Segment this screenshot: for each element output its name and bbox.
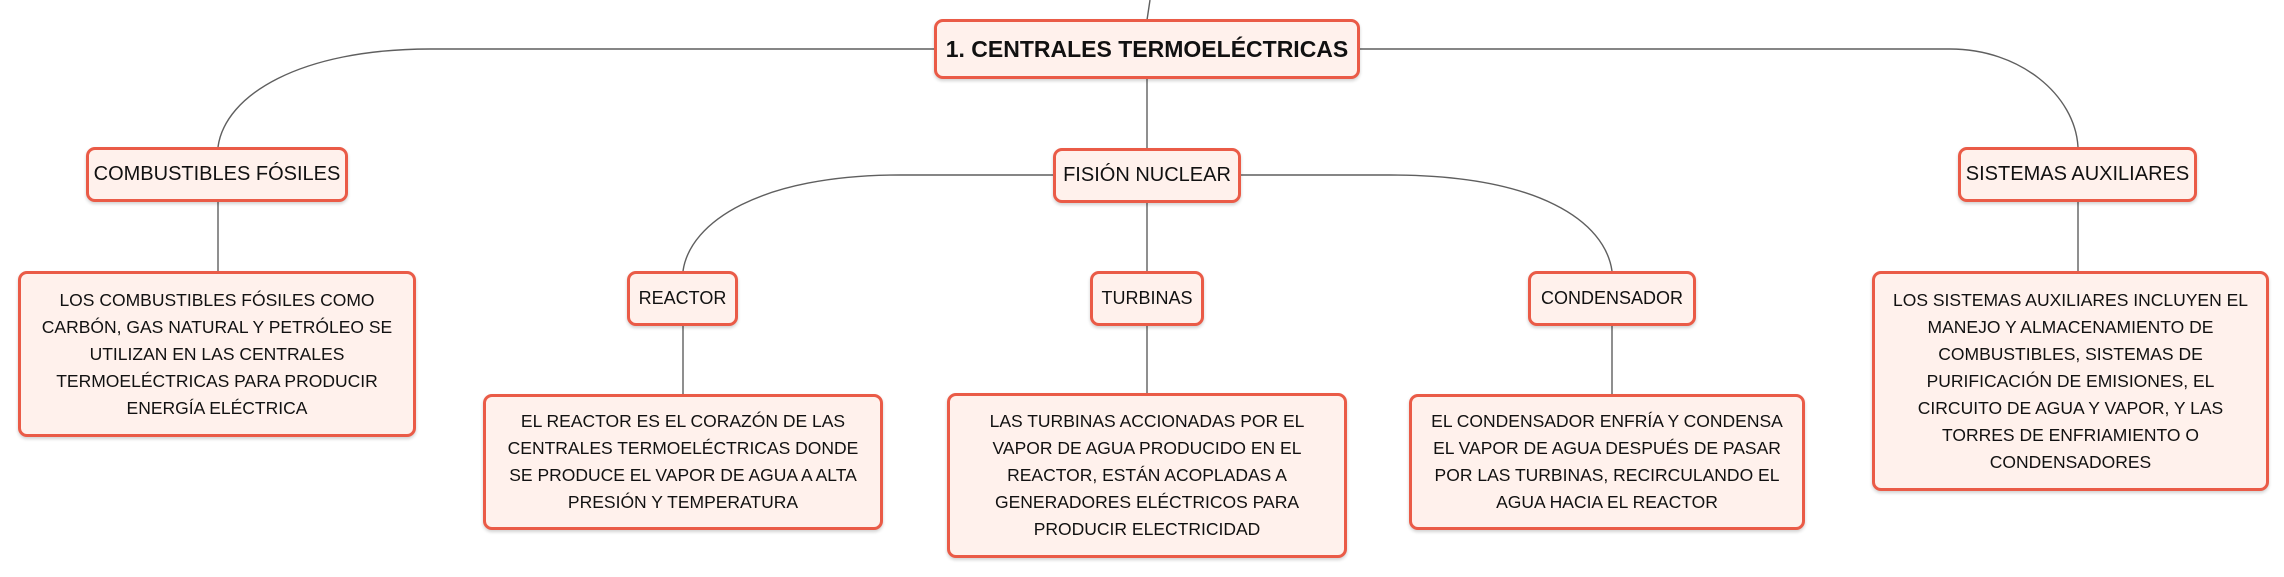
- connector-nuclear-reactor: [682, 174, 1054, 272]
- topic-fision-nuclear[interactable]: FISIÓN NUCLEAR: [1053, 148, 1241, 203]
- subtopic-condensador-label: CONDENSADOR: [1540, 288, 1683, 308]
- connector-nuclear-condenser: [1240, 174, 1613, 272]
- description-sistemas-auxiliares-text: LOS SISTEMAS AUXILIARES INCLUYEN EL MANE…: [1893, 289, 2248, 472]
- root-topic[interactable]: 1. CENTRALES TERMOELÉCTRICAS: [934, 19, 1360, 79]
- description-turbinas-text: LAS TURBINAS ACCIONADAS POR EL VAPOR DE …: [989, 411, 1305, 539]
- connector-root-parent: [1146, 0, 1151, 21]
- description-condensador[interactable]: EL CONDENSADOR ENFRÍA Y CONDENSA EL VAPO…: [1409, 394, 1805, 530]
- description-reactor[interactable]: EL REACTOR ES EL CORAZÓN DE LAS CENTRALE…: [483, 394, 883, 530]
- root-topic-label: 1. CENTRALES TERMOELÉCTRICAS: [945, 35, 1349, 62]
- connector-root-auxiliary: [1360, 48, 2079, 148]
- connector-root-fossil: [217, 48, 935, 148]
- topic-sistemas-auxiliares[interactable]: SISTEMAS AUXILIARES: [1958, 147, 2197, 202]
- subtopic-turbinas[interactable]: TURBINAS: [1090, 271, 1204, 326]
- subtopic-reactor[interactable]: REACTOR: [627, 271, 738, 326]
- topic-combustibles-fosiles[interactable]: COMBUSTIBLES FÓSILES: [86, 147, 348, 202]
- topic-combustibles-fosiles-label: COMBUSTIBLES FÓSILES: [93, 163, 341, 185]
- description-condensador-text: EL CONDENSADOR ENFRÍA Y CONDENSA EL VAPO…: [1431, 411, 1783, 512]
- subtopic-turbinas-label: TURBINAS: [1101, 288, 1193, 308]
- topic-fision-nuclear-label: FISIÓN NUCLEAR: [1063, 164, 1231, 186]
- description-sistemas-auxiliares[interactable]: LOS SISTEMAS AUXILIARES INCLUYEN EL MANE…: [1872, 271, 2269, 491]
- description-combustibles-fosiles-text: LOS COMBUSTIBLES FÓSILES COMO CARBÓN, GA…: [41, 289, 393, 418]
- subtopic-reactor-label: REACTOR: [638, 288, 727, 308]
- subtopic-condensador[interactable]: CONDENSADOR: [1528, 271, 1696, 326]
- description-reactor-text: EL REACTOR ES EL CORAZÓN DE LAS CENTRALE…: [507, 411, 859, 512]
- description-turbinas[interactable]: LAS TURBINAS ACCIONADAS POR EL VAPOR DE …: [947, 393, 1347, 558]
- description-combustibles-fosiles[interactable]: LOS COMBUSTIBLES FÓSILES COMO CARBÓN, GA…: [18, 271, 416, 437]
- topic-sistemas-auxiliares-label: SISTEMAS AUXILIARES: [1965, 163, 2190, 185]
